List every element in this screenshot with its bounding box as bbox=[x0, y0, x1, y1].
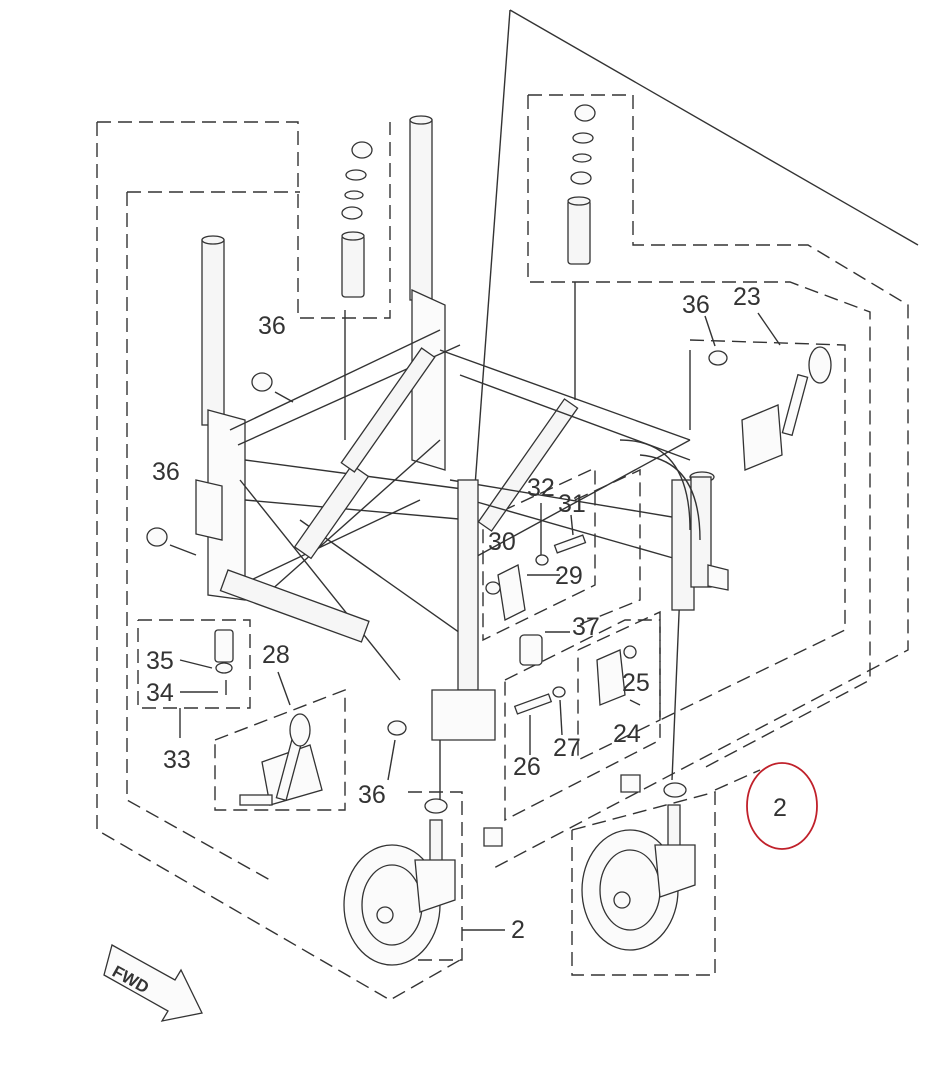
cross-braces bbox=[340, 347, 729, 741]
left-parts-stack bbox=[341, 141, 373, 298]
callout-30: 30 bbox=[488, 528, 516, 556]
brake-lever-right bbox=[708, 346, 832, 471]
brake-lever-left bbox=[239, 713, 407, 806]
callout-33: 33 bbox=[163, 746, 191, 774]
callout-36: 36 bbox=[682, 291, 710, 319]
callout-34: 34 bbox=[146, 679, 174, 707]
callout-25: 25 bbox=[622, 669, 650, 697]
callout-27: 27 bbox=[553, 734, 581, 762]
callout-32: 32 bbox=[527, 474, 555, 502]
callout-29: 29 bbox=[555, 562, 583, 590]
callout-28: 28 bbox=[262, 641, 290, 669]
callout-24: 24 bbox=[613, 720, 641, 748]
callout-23: 23 bbox=[733, 283, 761, 311]
callout-labels: 36 36 36 36 23 32 31 30 29 37 35 34 33 2… bbox=[146, 283, 787, 944]
assembly-boundaries bbox=[96, 94, 909, 1001]
callout-35: 35 bbox=[146, 647, 174, 675]
callout-31: 31 bbox=[558, 490, 586, 518]
highlight-circle bbox=[746, 762, 818, 850]
fwd-arrow: FWD bbox=[103, 944, 203, 1022]
right-parts-stack bbox=[567, 104, 596, 265]
caster-wheel-right bbox=[581, 782, 696, 951]
caster-wheel-left bbox=[343, 798, 456, 966]
callout-36: 36 bbox=[258, 312, 286, 340]
leader-lines bbox=[169, 312, 781, 931]
callout-2: 2 bbox=[511, 916, 525, 944]
callout-36: 36 bbox=[358, 781, 386, 809]
callout-36: 36 bbox=[152, 458, 180, 486]
callout-2-highlighted: 2 bbox=[773, 794, 787, 822]
callout-26: 26 bbox=[513, 753, 541, 781]
small-hardware bbox=[146, 372, 641, 847]
callout-37: 37 bbox=[572, 613, 600, 641]
left-frame bbox=[195, 115, 471, 681]
